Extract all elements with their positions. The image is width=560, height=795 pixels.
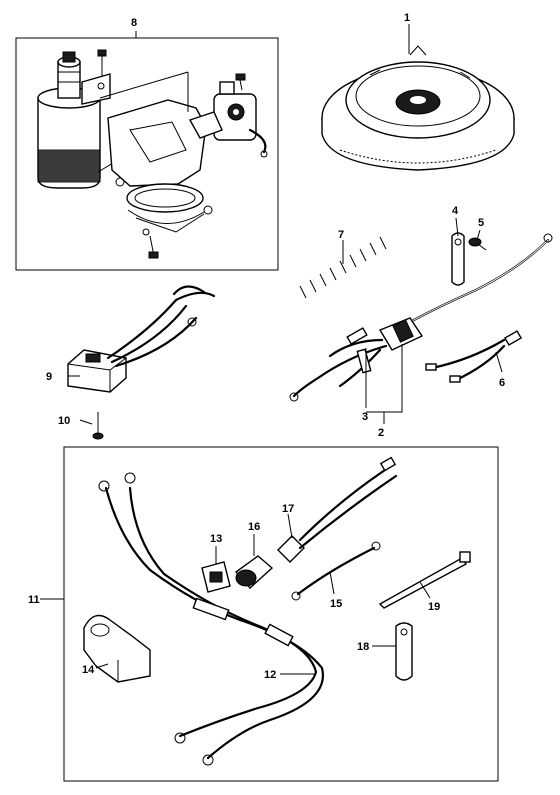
switch-cover[interactable] [201, 561, 231, 593]
start-kit-box [63, 446, 499, 782]
holder[interactable] [83, 614, 151, 683]
callout-19: 19 [428, 601, 440, 613]
starter-bracket [99, 71, 213, 259]
protector-tube[interactable] [290, 230, 396, 302]
band-clamp[interactable] [395, 622, 413, 681]
callout-12: 12 [264, 669, 276, 681]
rectifier[interactable] [67, 285, 216, 393]
wire-clamp[interactable] [451, 232, 465, 286]
callout-15: 15 [330, 598, 342, 610]
wiring-harness[interactable] [289, 233, 553, 402]
callout-13: 13 [210, 533, 222, 545]
callout-7: 7 [338, 229, 344, 241]
ground-lead[interactable] [291, 541, 381, 601]
callout-labels: 1 2 3 4 5 6 7 8 9 10 11 12 13 14 15 16 1… [28, 12, 505, 681]
relay-unit [188, 73, 268, 158]
flywheel[interactable] [321, 45, 515, 171]
callout-3: 3 [362, 411, 368, 423]
cable-tie[interactable] [378, 551, 471, 609]
callout-1: 1 [404, 12, 410, 24]
callout-11: 11 [28, 594, 40, 606]
callout-14: 14 [82, 664, 95, 676]
starter-motor[interactable] [37, 49, 139, 189]
switch-harness[interactable] [277, 456, 398, 563]
callout-2: 2 [378, 427, 384, 439]
callout-4: 4 [452, 205, 459, 217]
starter-assembly-box [15, 31, 279, 271]
callout-9: 9 [46, 371, 52, 383]
leader-lines [40, 24, 503, 675]
rectifier-bolt[interactable] [92, 412, 104, 440]
callout-10: 10 [58, 415, 70, 427]
callout-18: 18 [357, 641, 369, 653]
clamp-screw[interactable] [468, 237, 487, 251]
callout-5: 5 [478, 217, 484, 229]
lead-wire[interactable] [425, 330, 523, 383]
battery-cable[interactable] [98, 472, 325, 766]
callout-8: 8 [131, 17, 137, 29]
callout-17: 17 [282, 503, 294, 515]
callout-6: 6 [499, 377, 505, 389]
starter-switch[interactable] [234, 555, 274, 589]
callout-16: 16 [248, 521, 260, 533]
